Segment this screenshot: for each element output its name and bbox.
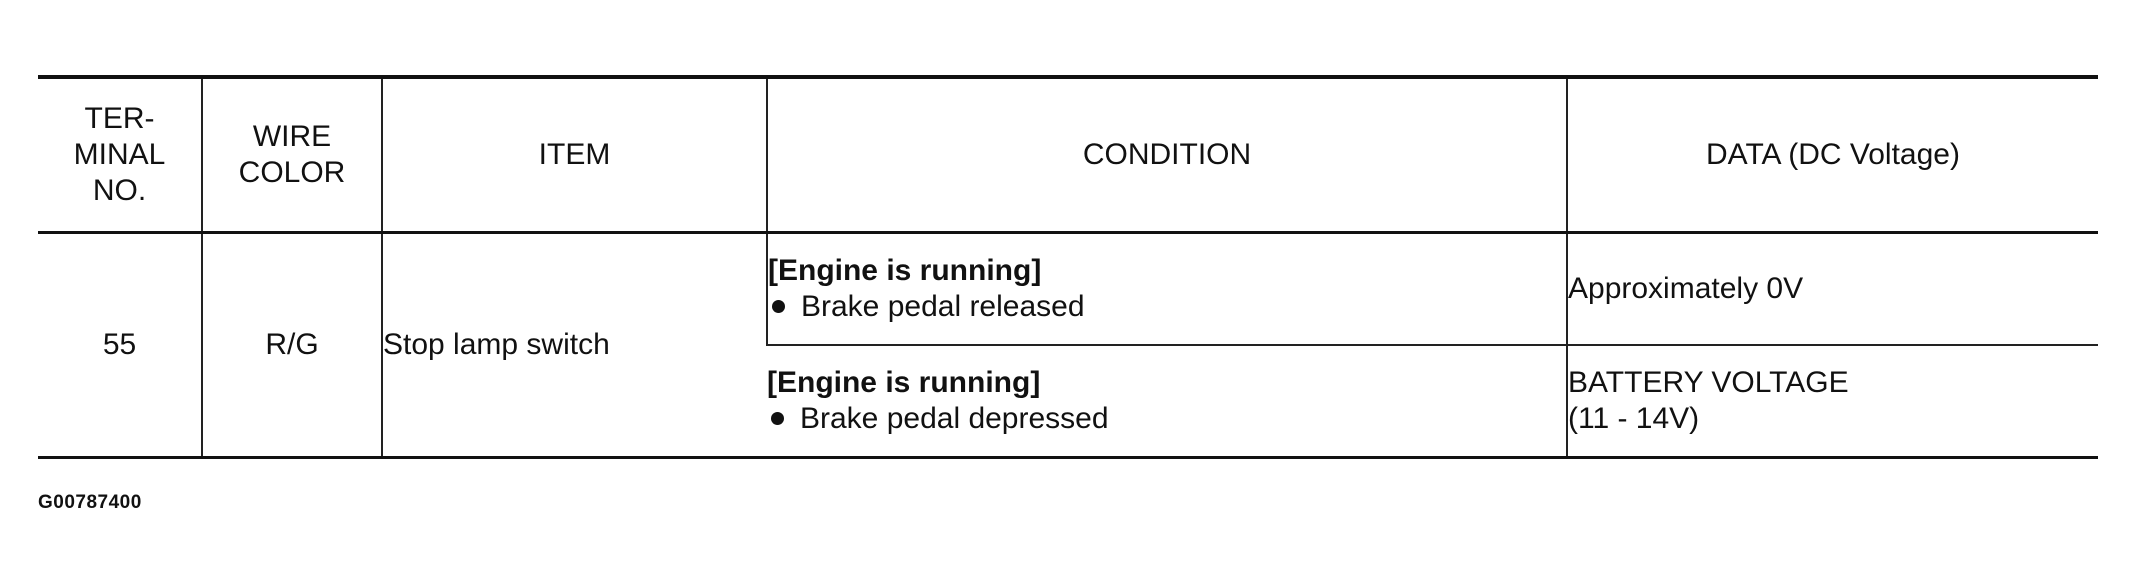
- item-cell: Stop lamp switch: [381, 232, 767, 459]
- data-cell: Approximately 0V: [1566, 232, 2098, 346]
- header-condition: CONDITION: [766, 75, 1567, 234]
- header-data: DATA (DC Voltage): [1566, 75, 2098, 234]
- header-row: TER- MINAL NO. WIRE COLOR ITEM CONDITION…: [38, 75, 2098, 234]
- header-terminal-no: TER- MINAL NO.: [38, 75, 202, 234]
- condition-detail: Brake pedal depressed: [767, 401, 1566, 437]
- figure-code: G00787400: [38, 492, 142, 513]
- data-cell: BATTERY VOLTAGE (11 - 14V): [1566, 345, 2098, 459]
- terminal-number-cell: 55: [38, 232, 202, 459]
- bullet-dot-icon: [772, 300, 785, 314]
- wire-color-cell: R/G: [201, 232, 382, 459]
- terminal-spec-table: TER- MINAL NO. WIRE COLOR ITEM CONDITION…: [38, 75, 2098, 459]
- condition-cell: [Engine is running] Brake pedal released: [766, 232, 1567, 346]
- table-row: [Engine is running] Brake pedal depresse…: [38, 345, 2098, 459]
- bullet-dot-icon: [771, 412, 784, 426]
- header-wire-color: WIRE COLOR: [201, 75, 382, 234]
- condition-detail: Brake pedal released: [768, 289, 1566, 325]
- table-row: 55 R/G Stop lamp switch [Engine is runni…: [38, 232, 2098, 459]
- header-item: ITEM: [381, 75, 767, 234]
- condition-heading: [Engine is running]: [767, 365, 1041, 399]
- condition-cell: [Engine is running] Brake pedal depresse…: [767, 345, 1567, 459]
- condition-heading: [Engine is running]: [768, 253, 1042, 287]
